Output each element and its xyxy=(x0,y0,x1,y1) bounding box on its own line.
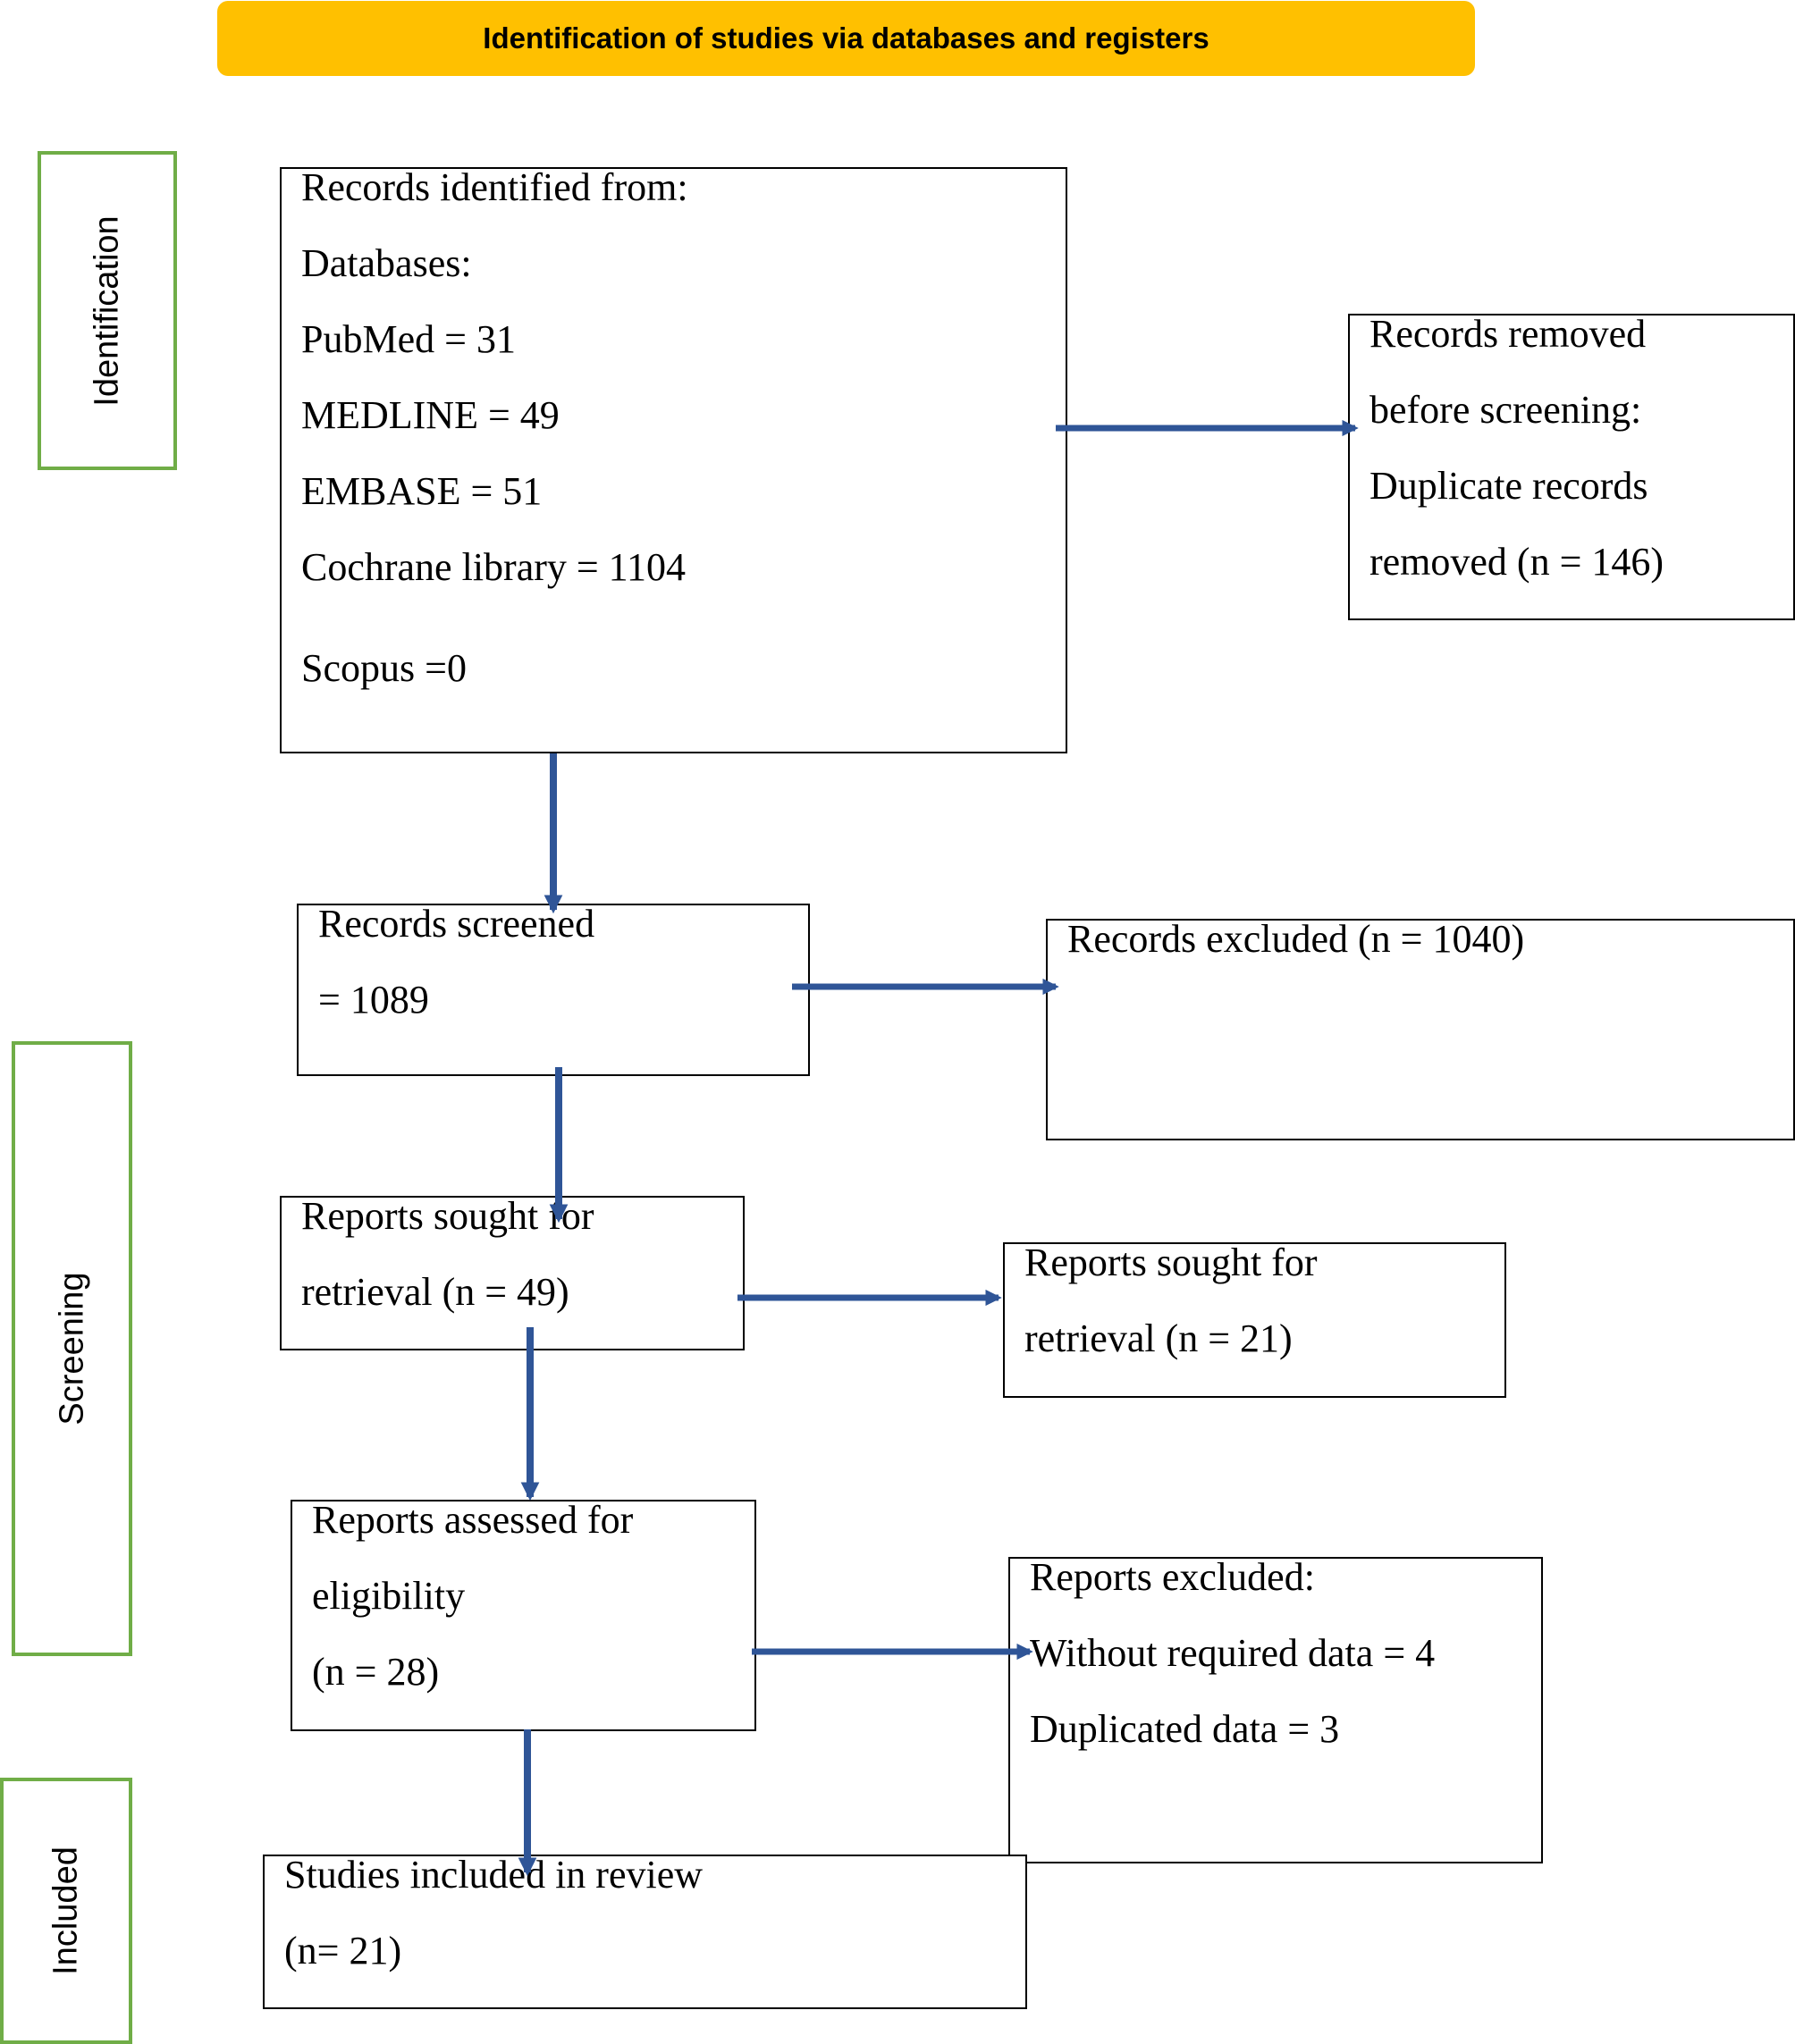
reports-excluded-line-3: Duplicated data = 3 xyxy=(1030,1707,1340,1751)
reports-not-retrieved-box: Reports sought for retrieval (n = 21) xyxy=(1003,1241,1506,1398)
records-identified-line-4: MEDLINE = 49 xyxy=(301,393,560,437)
records-removed-line-3: Duplicate records xyxy=(1369,464,1648,508)
records-removed-line-2: before screening: xyxy=(1369,388,1642,432)
records-identified-line-6: Cochrane library = 1104 xyxy=(301,545,687,589)
phase-identification: Identification xyxy=(38,151,177,470)
studies-included-box: Studies included in review (n= 21) xyxy=(263,1853,1027,2009)
banner-title: Identification of studies via databases … xyxy=(483,21,1209,55)
records-identified-line-5: EMBASE = 51 xyxy=(301,469,543,513)
reports-sought-box: Reports sought for retrieval (n = 49) xyxy=(280,1194,745,1350)
phase-included: Included xyxy=(0,1778,132,2044)
records-screened-line-1: Records screened xyxy=(318,902,595,946)
reports-not-retrieved-line-1: Reports sought for xyxy=(1024,1241,1318,1284)
reports-excluded-line-1: Reports excluded: xyxy=(1030,1555,1315,1599)
reports-not-retrieved-line-2: retrieval (n = 21) xyxy=(1024,1316,1293,1360)
phase-screening-label: Screening xyxy=(53,1272,90,1426)
records-removed-line-1: Records removed xyxy=(1369,312,1647,356)
phase-included-label: Included xyxy=(46,1846,85,1975)
records-identified-line-2: Databases: xyxy=(301,241,472,285)
reports-assessed-box: Reports assessed for eligibility (n = 28… xyxy=(291,1498,756,1731)
reports-excluded-box: Reports excluded: Without required data … xyxy=(1008,1555,1543,1863)
records-excluded-box: Records excluded (n = 1040) xyxy=(1046,917,1795,1140)
reports-assessed-line-3: (n = 28) xyxy=(312,1650,440,1694)
records-identified-line-3: PubMed = 31 xyxy=(301,317,516,361)
phase-screening: Screening xyxy=(12,1041,132,1656)
reports-assessed-line-2: eligibility xyxy=(312,1574,466,1618)
records-identified-line-7: Scopus =0 xyxy=(301,646,467,690)
records-excluded-line-1: Records excluded (n = 1040) xyxy=(1067,917,1525,961)
reports-assessed-line-1: Reports assessed for xyxy=(312,1498,634,1542)
records-removed-line-4: removed (n = 146) xyxy=(1369,540,1664,584)
records-identified-line-1: Records identified from: xyxy=(301,165,688,209)
reports-sought-line-1: Reports sought for xyxy=(301,1194,594,1238)
reports-sought-line-2: retrieval (n = 49) xyxy=(301,1270,569,1314)
reports-excluded-line-2: Without required data = 4 xyxy=(1030,1631,1436,1675)
records-screened-box: Records screened = 1089 xyxy=(297,902,810,1076)
records-removed-box: Records removed before screening: Duplic… xyxy=(1348,312,1795,620)
flow-title-banner: Identification of studies via databases … xyxy=(217,1,1475,76)
records-screened-line-2: = 1089 xyxy=(318,978,429,1022)
studies-included-line-1: Studies included in review xyxy=(284,1853,704,1897)
studies-included-line-2: (n= 21) xyxy=(284,1929,402,1973)
phase-identification-label: Identification xyxy=(88,214,126,407)
records-identified-box: Records identified from: Databases: PubM… xyxy=(280,165,1067,753)
